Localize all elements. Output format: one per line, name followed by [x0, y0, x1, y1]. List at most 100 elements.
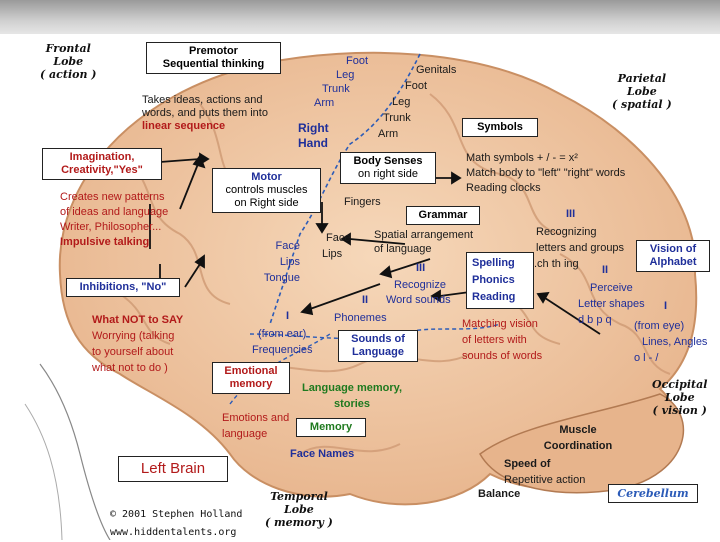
face-profile-inner — [24, 403, 63, 540]
recognizing-line1: Recognizing — [536, 226, 597, 238]
what-not-text: What NOT to SAY Worrying (talking to you… — [92, 312, 183, 376]
cerebellum-shape — [479, 393, 685, 494]
speed-text: Speed of Repetitive action — [504, 456, 585, 488]
imagination-box: Imagination, Creativity,"Yes" — [42, 148, 162, 180]
motor-arm: Arm — [314, 97, 335, 109]
spatial-line2: of language — [374, 243, 432, 255]
math-line2: Match body to "left" "right" words — [466, 167, 626, 179]
math-line3: Reading clocks — [466, 182, 541, 194]
face-profile — [39, 363, 111, 540]
frontal-line2: Lobe — [53, 55, 84, 68]
emotional-memory-box: Emotional memory — [212, 362, 290, 394]
parietal-line3: ( spatial ) — [612, 98, 672, 111]
motor-line1: controls muscles — [225, 184, 308, 196]
motor-foot: Foot — [346, 55, 369, 67]
spelling-box: Spelling Phonics Reading — [466, 252, 534, 309]
takes-ideas-line3: linear sequence — [142, 120, 226, 132]
what-not-line2: Worrying (talking — [92, 330, 175, 342]
vision-of-alphabet-box: Vision of Alphabet — [636, 240, 710, 272]
recognize-text: Recognize Word sounds — [386, 278, 451, 308]
body-senses-title: Body Senses — [353, 155, 423, 167]
math-text: Math symbols + / - = x² Match body to "l… — [466, 151, 625, 196]
motor-trunk: Trunk — [322, 83, 350, 95]
from-eye-line1: (from eye) — [634, 320, 685, 332]
vision-line2: Alphabet — [649, 256, 697, 268]
body-senses-subtitle: on right side — [358, 168, 418, 180]
creates-line3: Writer, Philosopher... — [60, 221, 162, 233]
math-line1: Math symbols + / - = x² — [466, 152, 578, 164]
body-senses-box: Body Senses on right side — [340, 152, 436, 184]
right-hand-line2: Hand — [298, 136, 328, 150]
right-hand-line1: Right — [298, 121, 329, 135]
credit-line2: www.hiddentalents.org — [110, 527, 237, 538]
matching-line1: Matching vision — [462, 318, 538, 330]
credit-line1: © 2001 Stephen Holland — [110, 509, 243, 520]
roman-iii-recognize: III — [416, 262, 426, 274]
face-left-face: Face — [275, 240, 300, 252]
motor-line2: on Right side — [234, 197, 299, 209]
spatial-line1: Spatial arrangement — [374, 229, 474, 241]
what-not-line4: what not to do ) — [92, 362, 168, 374]
occipital-line1: Occipital — [652, 378, 708, 391]
balance-label: Balance — [478, 488, 521, 500]
face-left-lips: Lips — [279, 256, 300, 268]
sensory-foot: Foot — [405, 80, 428, 92]
spelling-line2: Phonics — [472, 274, 515, 286]
sensory-body-list: Genitals Foot Leg Trunk Arm — [378, 62, 456, 142]
matching-text: Matching vision of letters with sounds o… — [462, 316, 542, 364]
speed-line2: Repetitive action — [504, 474, 586, 486]
roman-i-ear: I — [286, 310, 290, 322]
matching-line3: sounds of words — [462, 350, 543, 362]
fingers-label: Fingers — [344, 196, 381, 208]
emotional-line1: Emotional — [224, 365, 278, 377]
recognizing-text: Recognizing letters and groups .ch th in… — [534, 224, 624, 272]
motor-body-list: Foot Leg Trunk Arm — [314, 54, 369, 110]
arrows — [149, 152, 601, 335]
occipital-line2: Lobe — [664, 391, 695, 404]
left-brain-box: Left Brain — [118, 456, 228, 482]
what-not-line3: to yourself about — [92, 346, 174, 358]
motor-leg: Leg — [336, 69, 355, 81]
face-left-list: Face Lips Tongue — [252, 238, 300, 286]
from-ear-line2: Frequencies — [252, 344, 313, 356]
roman-ii-alphabet: II — [602, 264, 609, 276]
grammar-box: Grammar — [406, 206, 480, 225]
parietal-lobe-label: Parietal Lobe ( spatial ) — [612, 72, 672, 111]
face-left-tongue: Tongue — [263, 272, 300, 284]
sensory-genitals: Genitals — [416, 64, 457, 76]
face-right-lips: Lips — [322, 248, 343, 260]
creates-line4: Impulsive talking — [60, 236, 150, 248]
frontal-line1: Frontal — [45, 42, 91, 55]
sensory-leg: Leg — [392, 96, 411, 108]
parietal-line2: Lobe — [626, 85, 657, 98]
cerebellum-box: Cerebellum — [608, 484, 698, 503]
memory-box: Memory — [296, 418, 366, 437]
recognizing-line3: .ch th ing — [534, 258, 579, 270]
muscle-text: Muscle Coordination — [538, 422, 618, 454]
takes-ideas-line1: Takes ideas, actions and — [142, 94, 263, 106]
creates-line2: of ideas and language — [60, 206, 169, 218]
emotional-line2: memory — [229, 378, 273, 390]
perceive-line2: Letter shapes — [578, 298, 645, 310]
emotions-line1: Emotions and — [222, 412, 290, 424]
symbols-box: Symbols — [462, 118, 538, 137]
temporal-lobe-label: Temporal Lobe ( memory ) — [265, 490, 333, 529]
right-hand-label: Right Hand — [298, 121, 329, 151]
vision-line1: Vision of — [649, 243, 697, 255]
roman-ii-phonemes: II — [362, 294, 369, 306]
imagination-line2: Creativity,"Yes" — [61, 164, 143, 176]
sensory-trunk: Trunk — [383, 112, 411, 124]
spelling-line1: Spelling — [472, 257, 515, 269]
sounds-of-language-box: Sounds of Language — [338, 330, 418, 362]
inhibitions-box: Inhibitions, "No" — [66, 278, 180, 297]
speed-line1: Speed of — [504, 458, 551, 470]
muscle-line2: Coordination — [543, 440, 613, 452]
face-right-face: Face — [326, 232, 351, 244]
temporal-line3: ( memory ) — [265, 516, 333, 529]
roman-i-eye: I — [664, 300, 668, 312]
frontal-line3: ( action ) — [40, 68, 97, 81]
from-ear-text: (from ear) Frequencies — [252, 326, 313, 358]
language-memory-line1: Language memory, — [301, 382, 403, 394]
premotor-box: Premotor Sequential thinking — [146, 42, 281, 74]
perceive-text: Perceive Letter shapes d b p q — [578, 280, 645, 328]
